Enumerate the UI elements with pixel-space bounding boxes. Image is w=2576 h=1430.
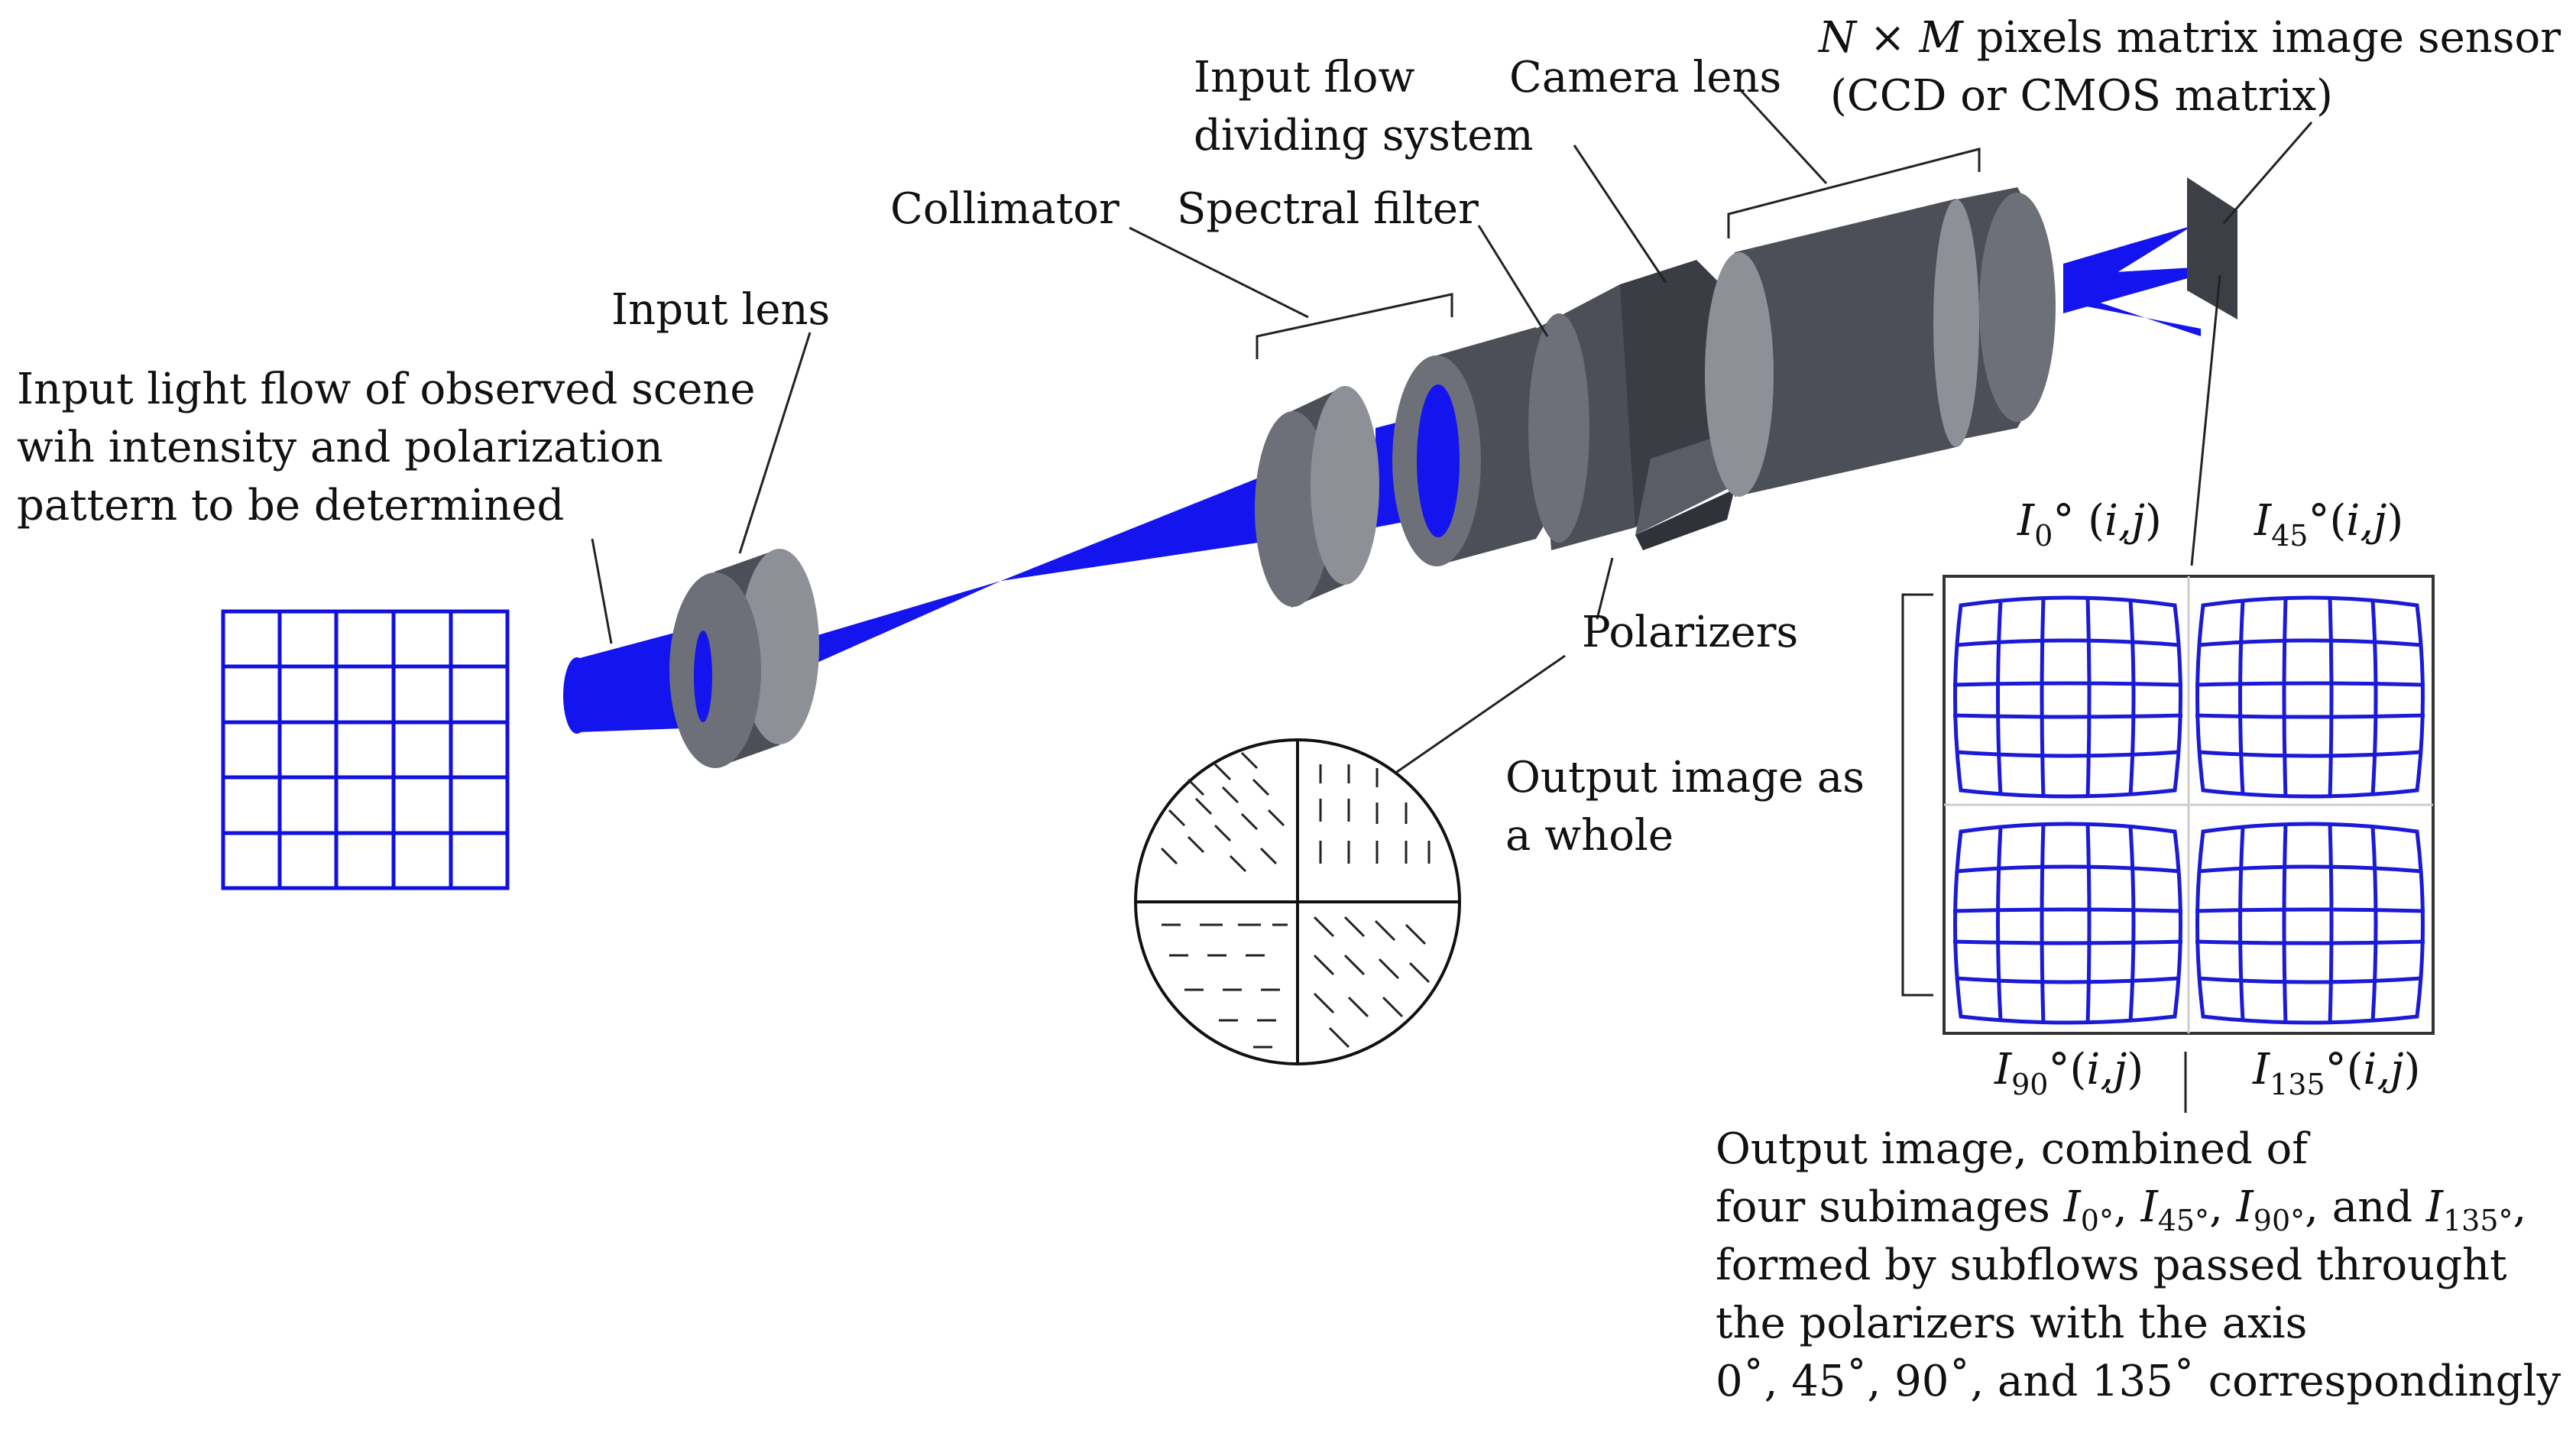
output-whole-label-line2: a whole [1505, 811, 1674, 861]
input-lens [669, 549, 819, 768]
caption-line5: 0˚, 45˚, 90˚, and 135˚ correspondingly [1716, 1357, 2561, 1406]
camera-lens-label: Camera lens [1509, 53, 1781, 102]
camera-lens [1705, 187, 2056, 497]
subimage-i45-label: I45°(i,j) [2254, 496, 2403, 553]
polarizer-disc [1134, 738, 1461, 1065]
sensor-label-line2: (CCD or CMOS matrix) [1830, 71, 2333, 121]
output-combined-caption: Output image, combined of four subimages… [1716, 1124, 2561, 1406]
subimage-i0 [1952, 595, 2183, 799]
image-sensor-plate [2187, 177, 2237, 319]
input-flow-dividing-label-line1: Input flow [1194, 53, 1414, 102]
input-scene-grid [221, 609, 510, 890]
collimator-lens-1 [1255, 386, 1379, 608]
input-flow-dividing-label-line2: dividing system [1194, 111, 1534, 161]
leader-lines [591, 86, 2313, 1113]
collimator-lens-2 [1392, 327, 1567, 566]
input-lens-label: Input lens [611, 285, 830, 335]
sensor-label-line1: N × M pixels matrix image sensor [1817, 13, 2561, 63]
subimage-i135-label: I135°(i,j) [2252, 1045, 2420, 1101]
caption-line3: formed by subflows passed throught [1716, 1240, 2507, 1290]
input-flow-label-line2: wih intensity and polarization [17, 423, 663, 472]
caption-line1: Output image, combined of [1716, 1124, 2311, 1174]
input-flow-label-line1: Input light flow of observed scene [17, 365, 756, 414]
subimage-i0-label: I0° (i,j) [2017, 496, 2162, 553]
subimage-i90 [1952, 822, 2183, 1025]
caption-line2: four subimages I0°, I45°, I90°, and I135… [1716, 1182, 2526, 1237]
input-flow-label-line3: pattern to be determined [17, 481, 564, 530]
output-image-panel [1943, 575, 2435, 1035]
filter-and-divider-housing [1528, 260, 1742, 550]
output-whole-label-line1: Output image as [1505, 753, 1865, 803]
collimator-label: Collimator [890, 184, 1120, 234]
subimage-i90-label: I90°(i,j) [1994, 1045, 2143, 1101]
subimage-i135 [2195, 822, 2425, 1025]
caption-line4: the polarizers with the axis [1716, 1299, 2307, 1348]
polarizers-label: Polarizers [1582, 608, 1798, 657]
spectral-filter-label: Spectral filter [1177, 184, 1479, 234]
subimage-i45 [2195, 595, 2425, 799]
